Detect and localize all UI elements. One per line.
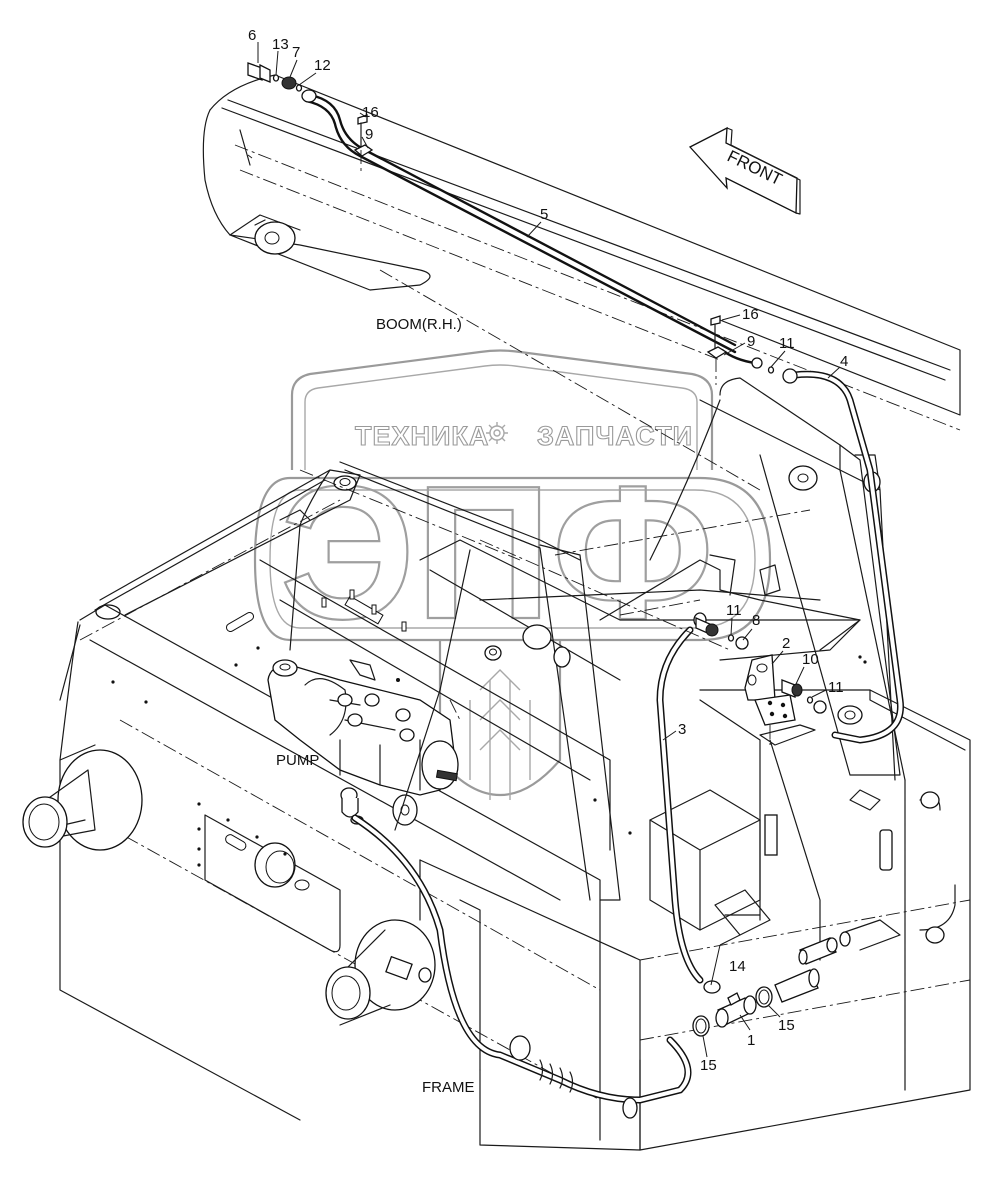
callout-11-right: 11 [726, 602, 742, 619]
boom-rh [202, 74, 961, 781]
hose-3 [656, 626, 704, 984]
fittings-bottom [692, 889, 901, 1037]
boom-label: BOOM(R.H.) [376, 316, 462, 333]
pump-assembly [267, 659, 459, 826]
right-axle-hub [325, 919, 436, 1026]
frame-label: FRAME [422, 1079, 475, 1096]
hose-4 [791, 370, 904, 744]
callout-14: 14 [729, 958, 746, 975]
left-axle-hub [22, 744, 143, 851]
callout-13: 13 [272, 36, 289, 53]
callout-5: 5 [540, 206, 548, 223]
return-hose [351, 814, 692, 1119]
front-arrow-icon: FRONT [688, 126, 801, 215]
callout-12: 12 [314, 57, 331, 74]
callout-15-left: 15 [700, 1057, 717, 1074]
callout-9-mid: 9 [747, 333, 755, 350]
fittings-top [247, 62, 798, 385]
explode-lines [299, 269, 811, 831]
callout-11-lower: 11 [828, 679, 844, 696]
callout-4: 4 [840, 353, 848, 370]
gear-icon [486, 422, 508, 444]
watermark-text-left: ТЕХНИКА [355, 421, 489, 451]
callout-6: 6 [248, 27, 256, 44]
fittings-right [693, 612, 863, 746]
callout-3: 3 [678, 721, 686, 738]
callout-16-top: 16 [362, 104, 379, 121]
callout-15-right: 15 [778, 1017, 795, 1034]
callout-7: 7 [292, 44, 300, 61]
callout-9-top: 9 [365, 126, 373, 143]
callout-10: 10 [802, 651, 819, 668]
callout-1: 1 [747, 1032, 755, 1049]
pump-label: PUMP [276, 752, 319, 769]
callout-8: 8 [752, 612, 760, 629]
callout-16-mid: 16 [742, 306, 759, 323]
callouts: 6 13 7 12 16 9 5 16 9 11 4 11 8 2 10 11 … [248, 27, 848, 1074]
callout-2: 2 [782, 635, 790, 652]
callout-11-mid: 11 [779, 335, 795, 352]
